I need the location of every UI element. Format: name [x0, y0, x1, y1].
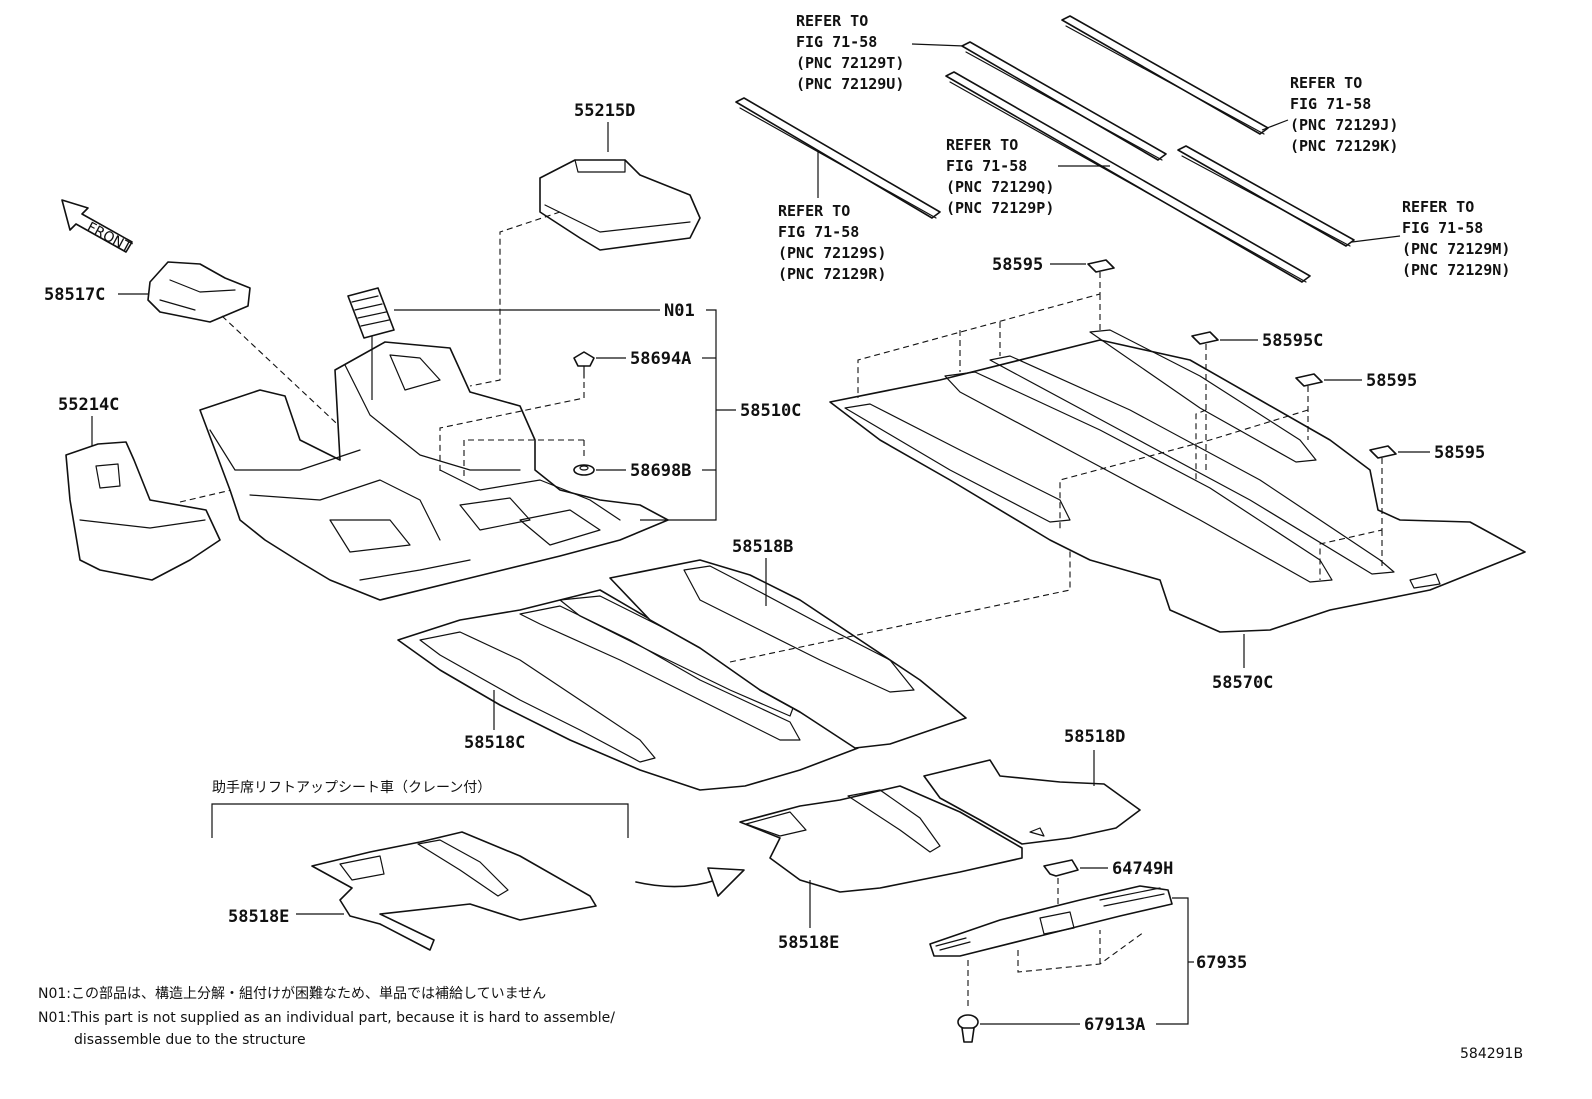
pad-58595-b-icon [1295, 373, 1323, 387]
part-58570C-shape [829, 329, 1526, 633]
figure-id: 584291B [1460, 1046, 1523, 1062]
part-58518E-right-shape [739, 785, 1023, 893]
label-67935: 67935 [1196, 953, 1247, 973]
label-58595C: 58595C [1262, 331, 1323, 351]
rail-strip-2-shape [961, 41, 1167, 161]
label-58518B: 58518B [732, 537, 793, 557]
rail-strip-3-shape [945, 71, 1311, 283]
label-58595-b: 58595 [1366, 371, 1417, 391]
svg-text:(PNC 72129M): (PNC 72129M) [1402, 240, 1510, 258]
label-58518C: 58518C [464, 733, 525, 753]
svg-text:FIG 71-58: FIG 71-58 [1290, 95, 1371, 113]
reference-MN: REFER TO FIG 71-58 (PNC 72129M) (PNC 721… [1402, 198, 1510, 279]
svg-text:(PNC 72129N): (PNC 72129N) [1402, 261, 1510, 279]
reference-SR: REFER TO FIG 71-58 (PNC 72129S) (PNC 721… [778, 202, 886, 283]
label-55214C: 55214C [58, 395, 119, 415]
pad-58595-c-icon [1369, 445, 1397, 459]
note-jp: N01:この部品は、構造上分解・組付けが困難なため、単品では補給していません [38, 986, 546, 1002]
svg-text:(PNC 72129S): (PNC 72129S) [778, 244, 886, 262]
svg-text:FIG 71-58: FIG 71-58 [946, 157, 1027, 175]
accelerator-pedal-shape [347, 287, 395, 339]
svg-text:FIG 71-58: FIG 71-58 [778, 223, 859, 241]
note-en-line1: N01:This part is not supplied as an indi… [38, 1010, 615, 1026]
label-N01: N01 [664, 301, 695, 321]
pad-58595-a-icon [1087, 259, 1115, 273]
svg-text:REFER TO: REFER TO [1402, 198, 1474, 216]
front-arrow-icon [61, 199, 133, 253]
reference-TU: REFER TO FIG 71-58 (PNC 72129T) (PNC 721… [796, 12, 904, 93]
part-55214C-shape [65, 441, 221, 581]
label-58518E-right: 58518E [778, 933, 839, 953]
label-58518E-left: 58518E [228, 907, 289, 927]
front-label: FRONT [84, 219, 134, 256]
label-58510C: 58510C [740, 401, 801, 421]
label-58518D: 58518D [1064, 727, 1125, 747]
pad-58595C-icon [1191, 331, 1219, 345]
part-58517C-shape [147, 261, 251, 323]
label-58595-a: 58595 [992, 255, 1043, 275]
label-58570C: 58570C [1212, 673, 1273, 693]
reference-QP: REFER TO FIG 71-58 (PNC 72129Q) (PNC 721… [946, 136, 1054, 217]
rail-strip-5-shape [1177, 145, 1355, 247]
svg-text:REFER TO: REFER TO [946, 136, 1018, 154]
part-67935-shape [929, 885, 1173, 957]
clip-64749H-icon [1043, 859, 1079, 877]
note-en-line2: disassemble due to the structure [74, 1032, 306, 1048]
svg-text:(PNC 72129R): (PNC 72129R) [778, 265, 886, 283]
variant-caption: 助手席リフトアップシート車（クレーン付） [212, 779, 491, 796]
svg-text:REFER TO: REFER TO [778, 202, 850, 220]
svg-text:REFER TO: REFER TO [796, 12, 868, 30]
svg-text:FIG 71-58: FIG 71-58 [796, 33, 877, 51]
clip-58698B-icon [573, 464, 595, 476]
svg-text:REFER TO: REFER TO [1290, 74, 1362, 92]
part-55215D-shape [539, 159, 701, 251]
part-58518B-shape [609, 559, 967, 749]
clip-58694A-icon [573, 351, 595, 379]
label-58698B: 58698B [630, 461, 691, 481]
svg-text:(PNC 72129U): (PNC 72129U) [796, 75, 904, 93]
rail-strip-1-shape [735, 97, 941, 219]
label-58595-c: 58595 [1434, 443, 1485, 463]
svg-text:(PNC 72129J): (PNC 72129J) [1290, 116, 1398, 134]
svg-text:(PNC 72129Q): (PNC 72129Q) [946, 178, 1054, 196]
reference-JK: REFER TO FIG 71-58 (PNC 72129J) (PNC 721… [1290, 74, 1398, 155]
part-58518D-shape [923, 759, 1141, 845]
label-58517C: 58517C [44, 285, 105, 305]
transition-arrow-icon [635, 867, 745, 897]
svg-text:(PNC 72129K): (PNC 72129K) [1290, 137, 1398, 155]
part-58518E-left-shape [311, 831, 597, 951]
svg-text:(PNC 72129T): (PNC 72129T) [796, 54, 904, 72]
label-55215D: 55215D [574, 101, 635, 121]
svg-text:(PNC 72129P): (PNC 72129P) [946, 199, 1054, 217]
svg-text:FIG 71-58: FIG 71-58 [1402, 219, 1483, 237]
part-58510C-shape [199, 341, 669, 601]
label-67913A: 67913A [1084, 1015, 1145, 1035]
clip-67913A-icon [957, 1014, 979, 1043]
label-58694A: 58694A [630, 349, 691, 369]
label-64749H: 64749H [1112, 859, 1173, 879]
